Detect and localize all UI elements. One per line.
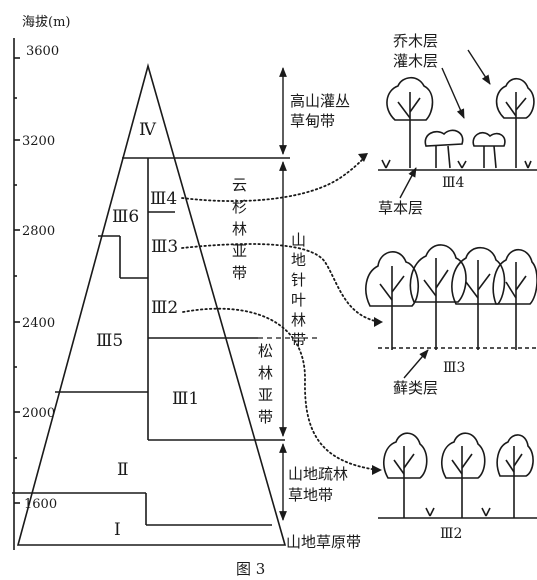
altitude-axis: [13, 38, 20, 550]
zone-iii4-label: Ⅲ4: [150, 189, 177, 209]
panel-iii4-label: Ⅲ4: [442, 175, 465, 191]
tick-label-3600: 3600: [26, 44, 59, 59]
panel-iii2-illustration: [378, 432, 537, 519]
zone-iii2-label: Ⅲ2: [151, 298, 178, 318]
zone-ii-label: Ⅱ: [117, 460, 129, 480]
connector-arrowheads: [358, 153, 383, 475]
zone-iii5-label: Ⅲ5: [96, 331, 123, 351]
zone-iii3-label: Ⅲ3: [151, 237, 178, 257]
sparse-belt-label-line2: 草地带: [288, 486, 333, 504]
sparse-belt-label-line1: 山地疏林: [288, 465, 348, 483]
herb-layer-label: 草本层: [378, 199, 423, 217]
spruce-sub-belt-label: 云杉林亚带: [232, 176, 247, 282]
layer-callout-arrows: [399, 49, 491, 379]
pine-sub-belt-label: 松林亚带: [258, 342, 273, 426]
axis-title: 海拔(m): [22, 15, 70, 30]
tick-label-1600: 1600: [24, 497, 57, 512]
panel-iii3-label: Ⅲ3: [443, 360, 465, 376]
tick-label-2800: 2800: [22, 224, 55, 239]
conifer-belt-label: 山地针叶林带: [291, 231, 306, 349]
panel-iii2-label: Ⅲ2: [440, 526, 462, 542]
zone-iv-label: Ⅳ: [139, 120, 157, 140]
zone-iii6-label: Ⅲ6: [112, 207, 139, 227]
panel-iii3-illustration: [365, 244, 537, 350]
figure-caption: 图 3: [236, 560, 265, 578]
tree-layer-label: 乔木层: [393, 32, 438, 50]
alpine-belt-label-line1: 高山灌丛: [290, 92, 350, 110]
tick-label-2000: 2000: [22, 406, 55, 421]
panel-iii4-illustration: [378, 76, 537, 171]
zone-iii1-label: Ⅲ1: [172, 389, 199, 409]
shrub-layer-label: 灌木层: [393, 52, 438, 70]
dotted-connectors: [181, 155, 381, 471]
zone-i-label: Ⅰ: [114, 520, 121, 540]
moss-layer-label: 藓类层: [393, 379, 438, 397]
mountain-profile: [12, 63, 290, 546]
tick-label-2400: 2400: [22, 316, 55, 331]
steppe-belt-label: 山地草原带: [286, 533, 361, 551]
alpine-belt-label-line2: 草甸带: [290, 112, 335, 130]
tick-label-3200: 3200: [22, 134, 55, 149]
